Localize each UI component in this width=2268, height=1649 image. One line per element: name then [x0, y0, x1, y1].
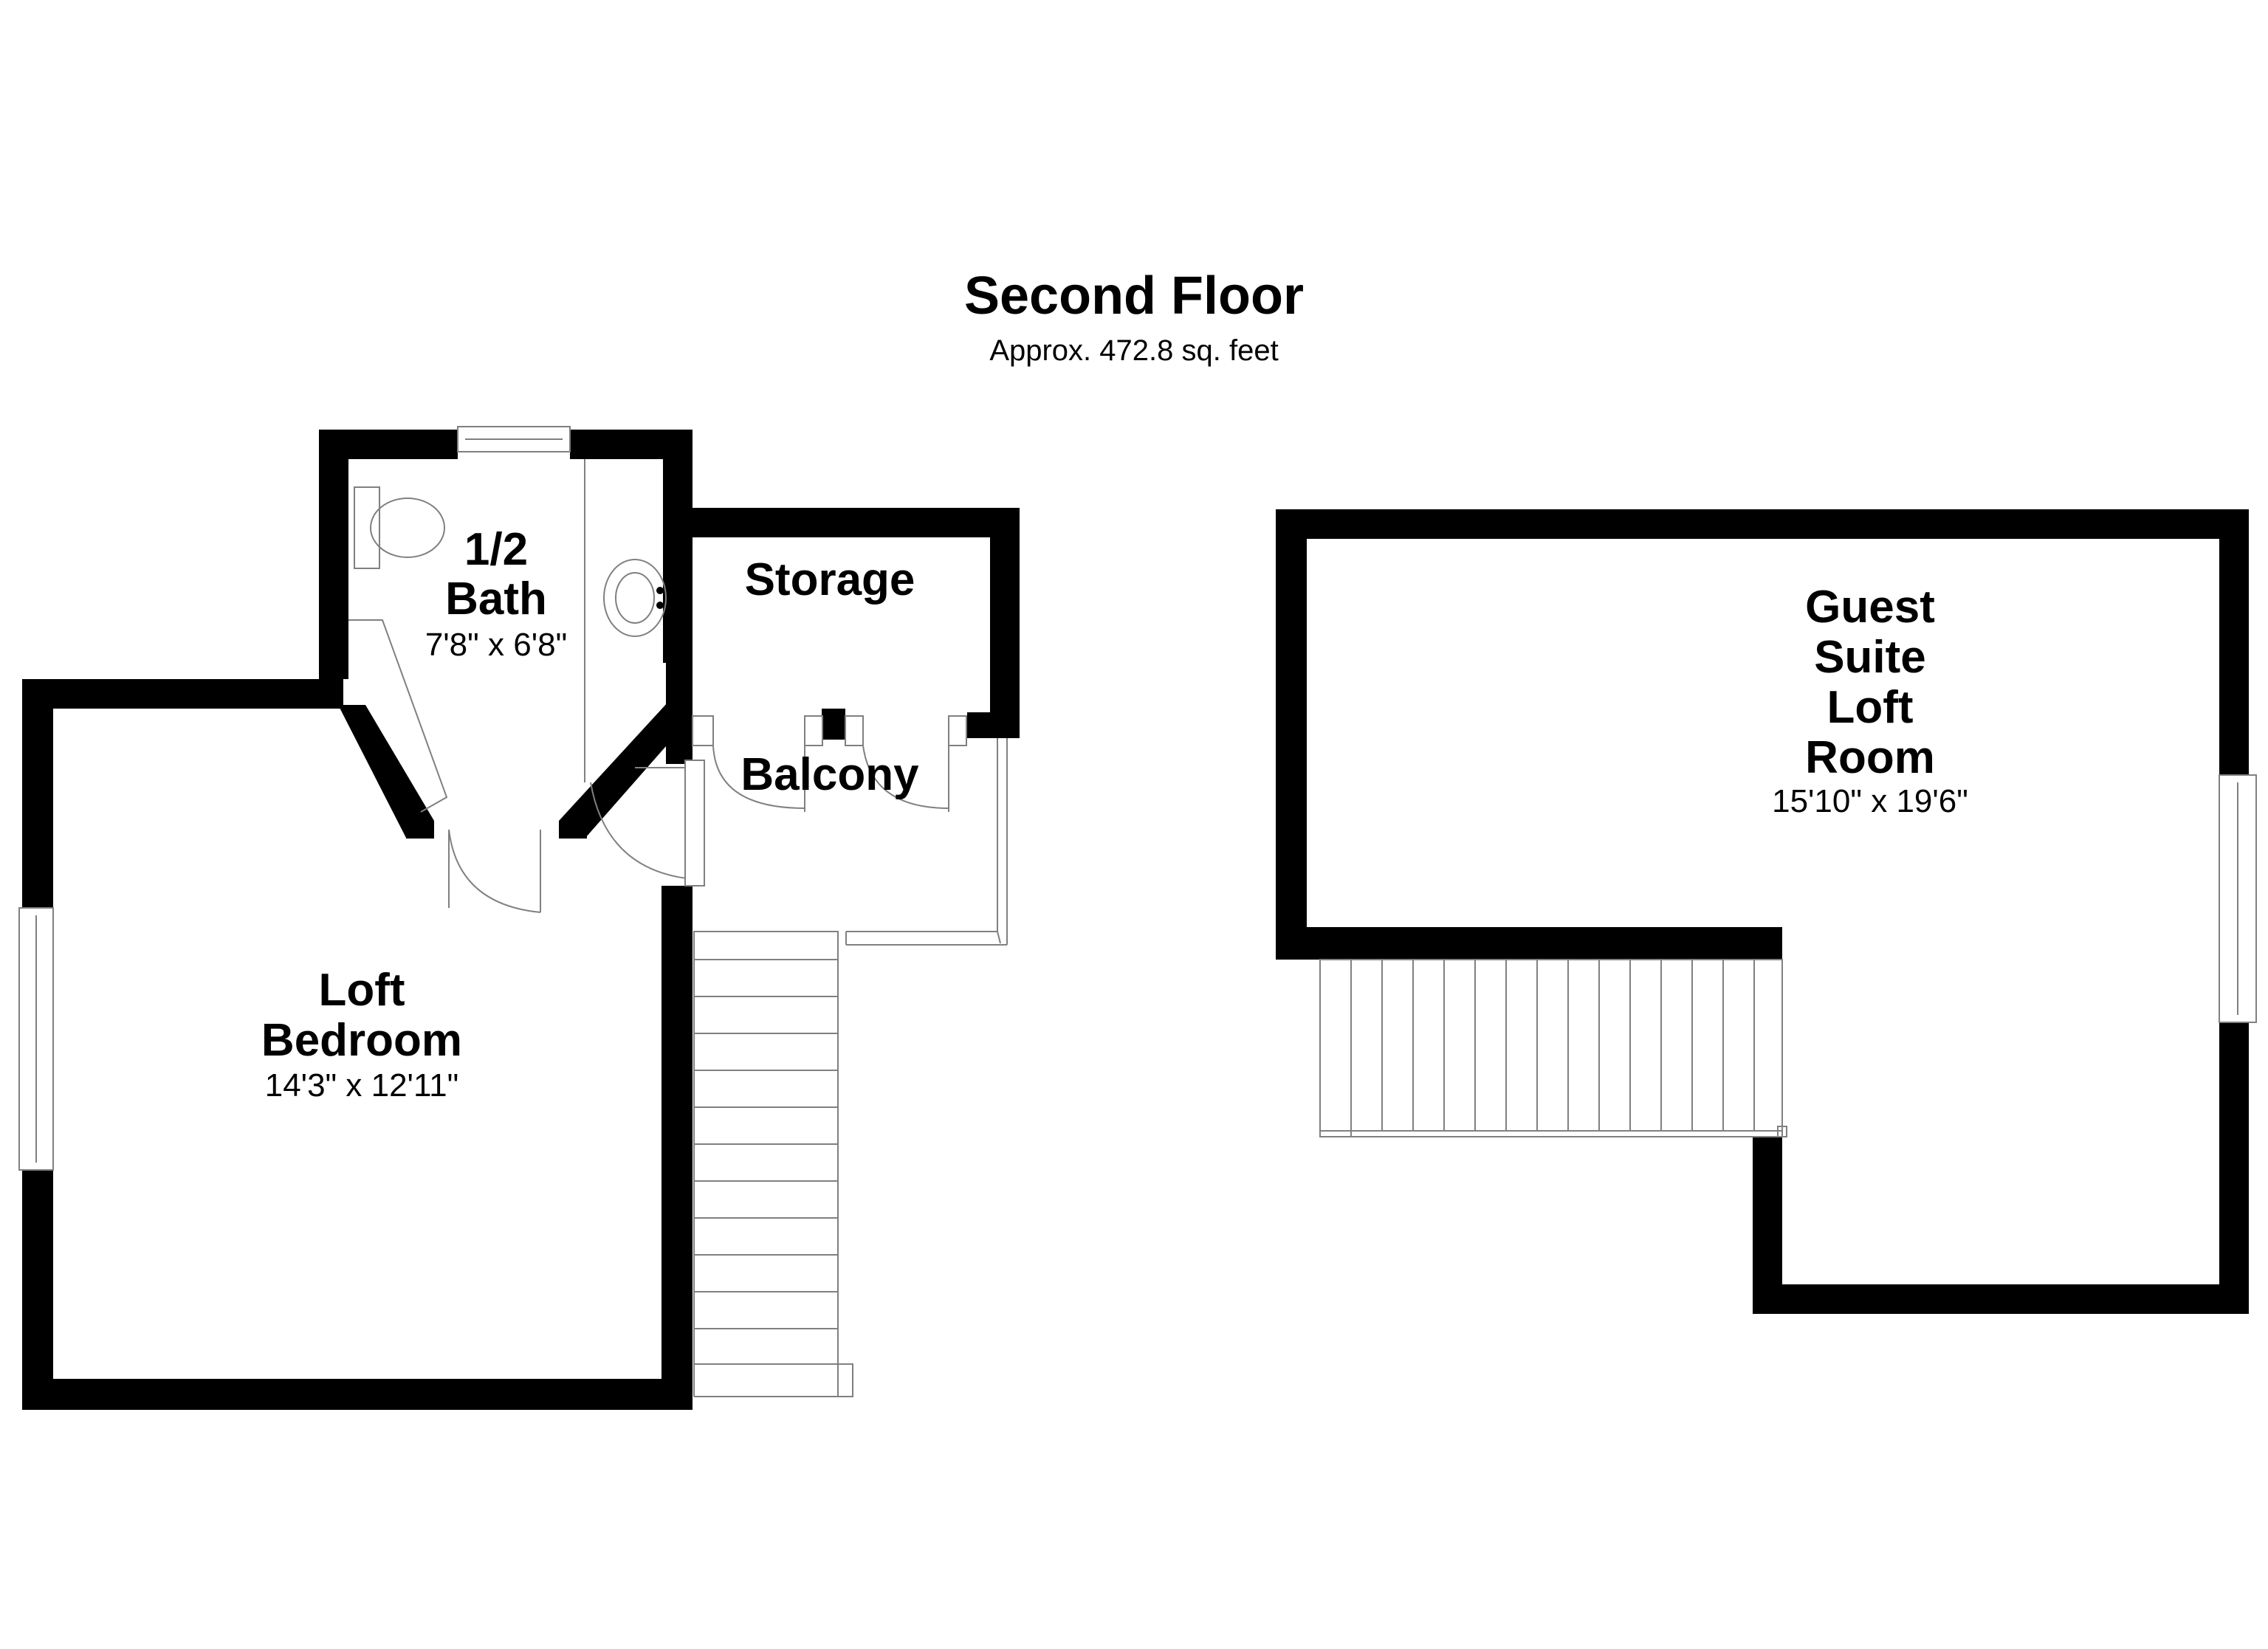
room-name: Loft [318, 965, 405, 1016]
room-dimensions: 15'10" x 19'6" [1772, 783, 1968, 819]
wall-storage-right [990, 508, 1020, 738]
wall-bath-bottom-left [406, 821, 434, 839]
wall-bath-diagonal-right [559, 675, 693, 838]
right-unit-walls [1276, 509, 2249, 1314]
wall-bedroom-bottom [22, 1379, 693, 1410]
room-name: 1/2 [464, 524, 528, 575]
left-unit-doors [448, 715, 967, 913]
room-label-balcony: Balcony [740, 749, 919, 800]
room-name: Bedroom [261, 1015, 462, 1066]
room-name: Bath [445, 574, 547, 624]
sink-basin [603, 559, 667, 637]
floor-title: Second Floor [963, 266, 1305, 326]
wall-storage-mid-pier [822, 709, 845, 740]
wall-storage-bottom-right [967, 712, 1020, 738]
landing-door-swing [590, 782, 687, 879]
toilet-tank [354, 486, 380, 569]
floor-area: Approx. 472.8 sq. feet [989, 334, 1279, 367]
left-staircase [693, 931, 853, 1397]
room-name: Balcony [740, 749, 919, 800]
room-dimensions: 7'8" x 6'8" [425, 627, 567, 663]
balcony-door-swing-mid [862, 745, 949, 809]
balcony-door-swing-left [712, 745, 805, 809]
wall-bedroom-right [662, 886, 693, 1410]
room-dimensions: 14'3" x 12'11" [265, 1067, 459, 1104]
balcony-railing [845, 738, 1008, 946]
wall-bath-right-lower [666, 661, 693, 764]
wall-guest-bottom [1753, 1284, 2249, 1314]
floor-title-block: Second Floor Approx. 472.8 sq. feet [0, 269, 2268, 365]
bath-door-swing [448, 829, 541, 913]
wall-bedroom-left-lower [22, 1170, 53, 1410]
toilet-bowl [370, 498, 445, 558]
wall-storage-top [663, 508, 1020, 537]
bath-fixtures [348, 459, 667, 813]
wall-bath-diagonal-left [338, 705, 434, 838]
wall-bedroom-left-upper [22, 679, 53, 908]
wall-guest-left [1276, 509, 1307, 960]
wall-guest-top [1276, 509, 2249, 539]
room-label-guest-suite: Guest Suite Loft Room 15'10" x 19'6" [1772, 582, 1968, 819]
room-name: Loft [1827, 682, 1913, 733]
left-unit-walls [22, 430, 1020, 1410]
right-unit-windows [2219, 774, 2257, 1023]
wall-bedroom-top [22, 679, 343, 709]
wall-guest-ledge [1276, 927, 1782, 960]
wall-bath-left [319, 430, 348, 679]
room-name: Storage [745, 554, 915, 605]
left-unit-windows [18, 426, 571, 1171]
room-label-storage: Storage [745, 554, 915, 605]
wall-storage-left [663, 508, 693, 663]
wall-guest-right-upper [2219, 509, 2249, 775]
wall-bath-right [663, 430, 693, 517]
room-name: Guest [1805, 582, 1935, 633]
room-label-half-bath: 1/2 Bath 7'8" x 6'8" [425, 524, 567, 663]
room-label-loft-bedroom: Loft Bedroom 14'3" x 12'11" [261, 965, 462, 1104]
right-staircase [1319, 959, 1787, 1137]
shower-outline [348, 619, 448, 813]
room-name: Suite [1814, 632, 1926, 683]
room-name: Room [1805, 732, 1935, 783]
wall-guest-right-lower [2219, 1022, 2249, 1314]
